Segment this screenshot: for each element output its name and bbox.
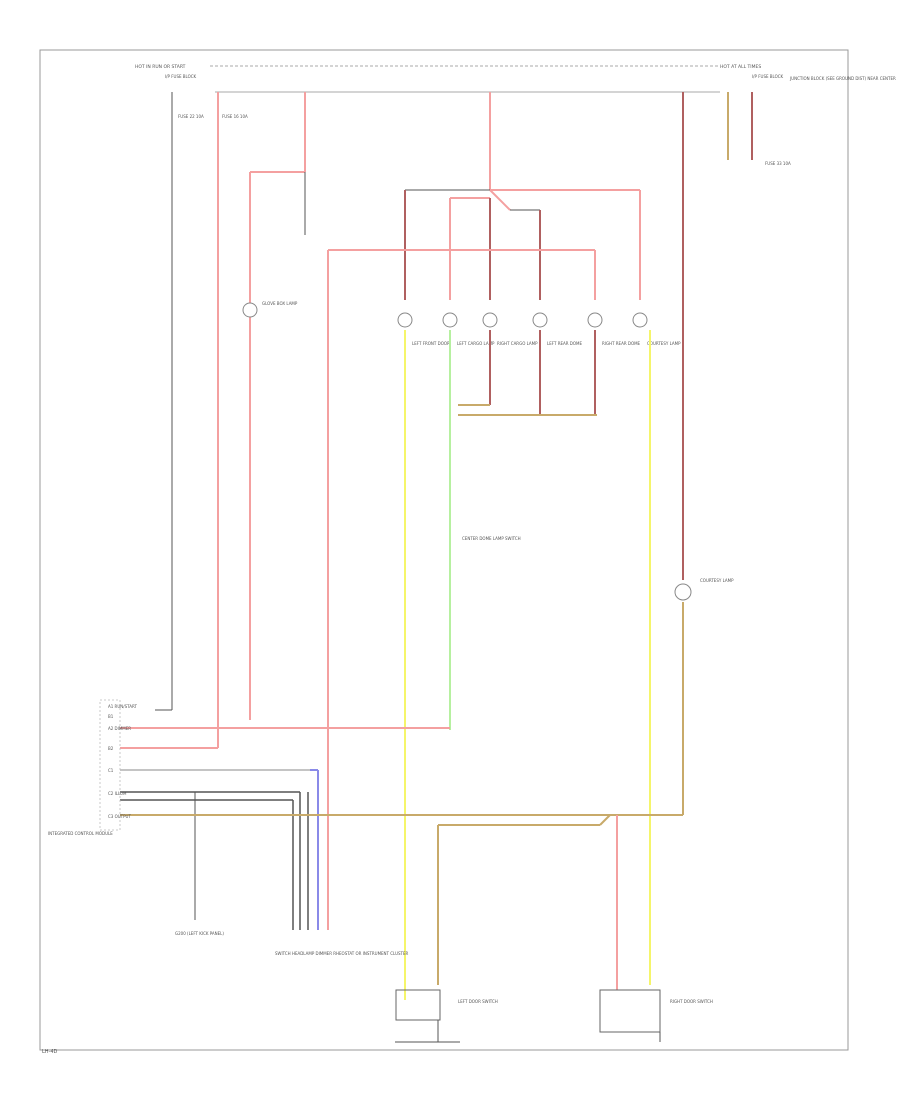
module-pin-7: C3 OUTPUT [108,814,131,819]
module-pin-4: B2 [108,746,114,751]
lamp-icon-3 [482,312,498,328]
courtesy-lamp-label: COURTESY LAMP [700,578,734,583]
module-pin-5: C1 [108,768,114,773]
glove-box-lamp-icon [242,302,258,318]
lamp-icon-6 [632,312,648,328]
title-right: HOT AT ALL TIMES [720,64,761,70]
module-pin-3: A2 DIMMER [108,726,131,731]
title-left: HOT IN RUN OR START [135,64,186,70]
lamp-icon-2 [442,312,458,328]
fuse-block-left: I/P FUSE BLOCK [165,74,197,79]
ground-label: G200 (LEFT KICK PANEL) [175,931,224,936]
fuse-right-note: FUSE 33 10A [765,161,791,166]
right-door-switch-label: RIGHT DOOR SWITCH [670,999,713,1004]
junction-note: JUNCTION BLOCK (SEE GROUND DIST) NEAR CE… [789,76,896,81]
right-door-switch-icon [599,989,661,1033]
fuse-left-1: FUSE 22 10A [178,114,204,119]
center-switch-label: CENTER DOME LAMP SWITCH [462,536,521,541]
module-pin-1: A1 RUN/START [108,704,137,709]
wire-tan-left-door [599,814,611,826]
wire-red-e [489,189,511,211]
lamp-icon-4 [532,312,548,328]
lamp-icon-5 [587,312,603,328]
page-label: LH-4D [42,1049,58,1055]
module-connector [99,699,121,831]
left-door-switch-icon [395,989,441,1021]
rheostat-label: SWITCH HEADLAMP DIMMER RHEOSTAT OR INSTR… [275,951,409,956]
bulb-label-1: LEFT FRONT DOOR [412,341,450,346]
bulb-label-2: LEFT CARGO LAMP [457,341,495,346]
module-label: INTEGRATED CONTROL MODULE [48,831,113,836]
bulbs-row [397,312,648,328]
fuse-block-right: I/P FUSE BLOCK [752,74,784,79]
fuse-left-2: FUSE 16 10A [222,114,248,119]
lamp-icon-1 [397,312,413,328]
diagram-frame [39,49,849,1051]
bulb-label-4: LEFT REAR DOME [547,341,582,346]
glove-box-label: GLOVE BOX LAMP [262,301,298,306]
module-pin-6: C2 ILLUM [108,791,127,796]
module-pin-2: B1 [108,714,114,719]
courtesy-lamp-icon [674,583,692,601]
bulb-label-5: RIGHT REAR DOME [602,341,641,346]
left-door-switch-label: LEFT DOOR SWITCH [458,999,498,1004]
bulb-label-6: COURTESY LAMP [647,341,681,346]
bulb-label-3: RIGHT CARGO LAMP [497,341,538,346]
